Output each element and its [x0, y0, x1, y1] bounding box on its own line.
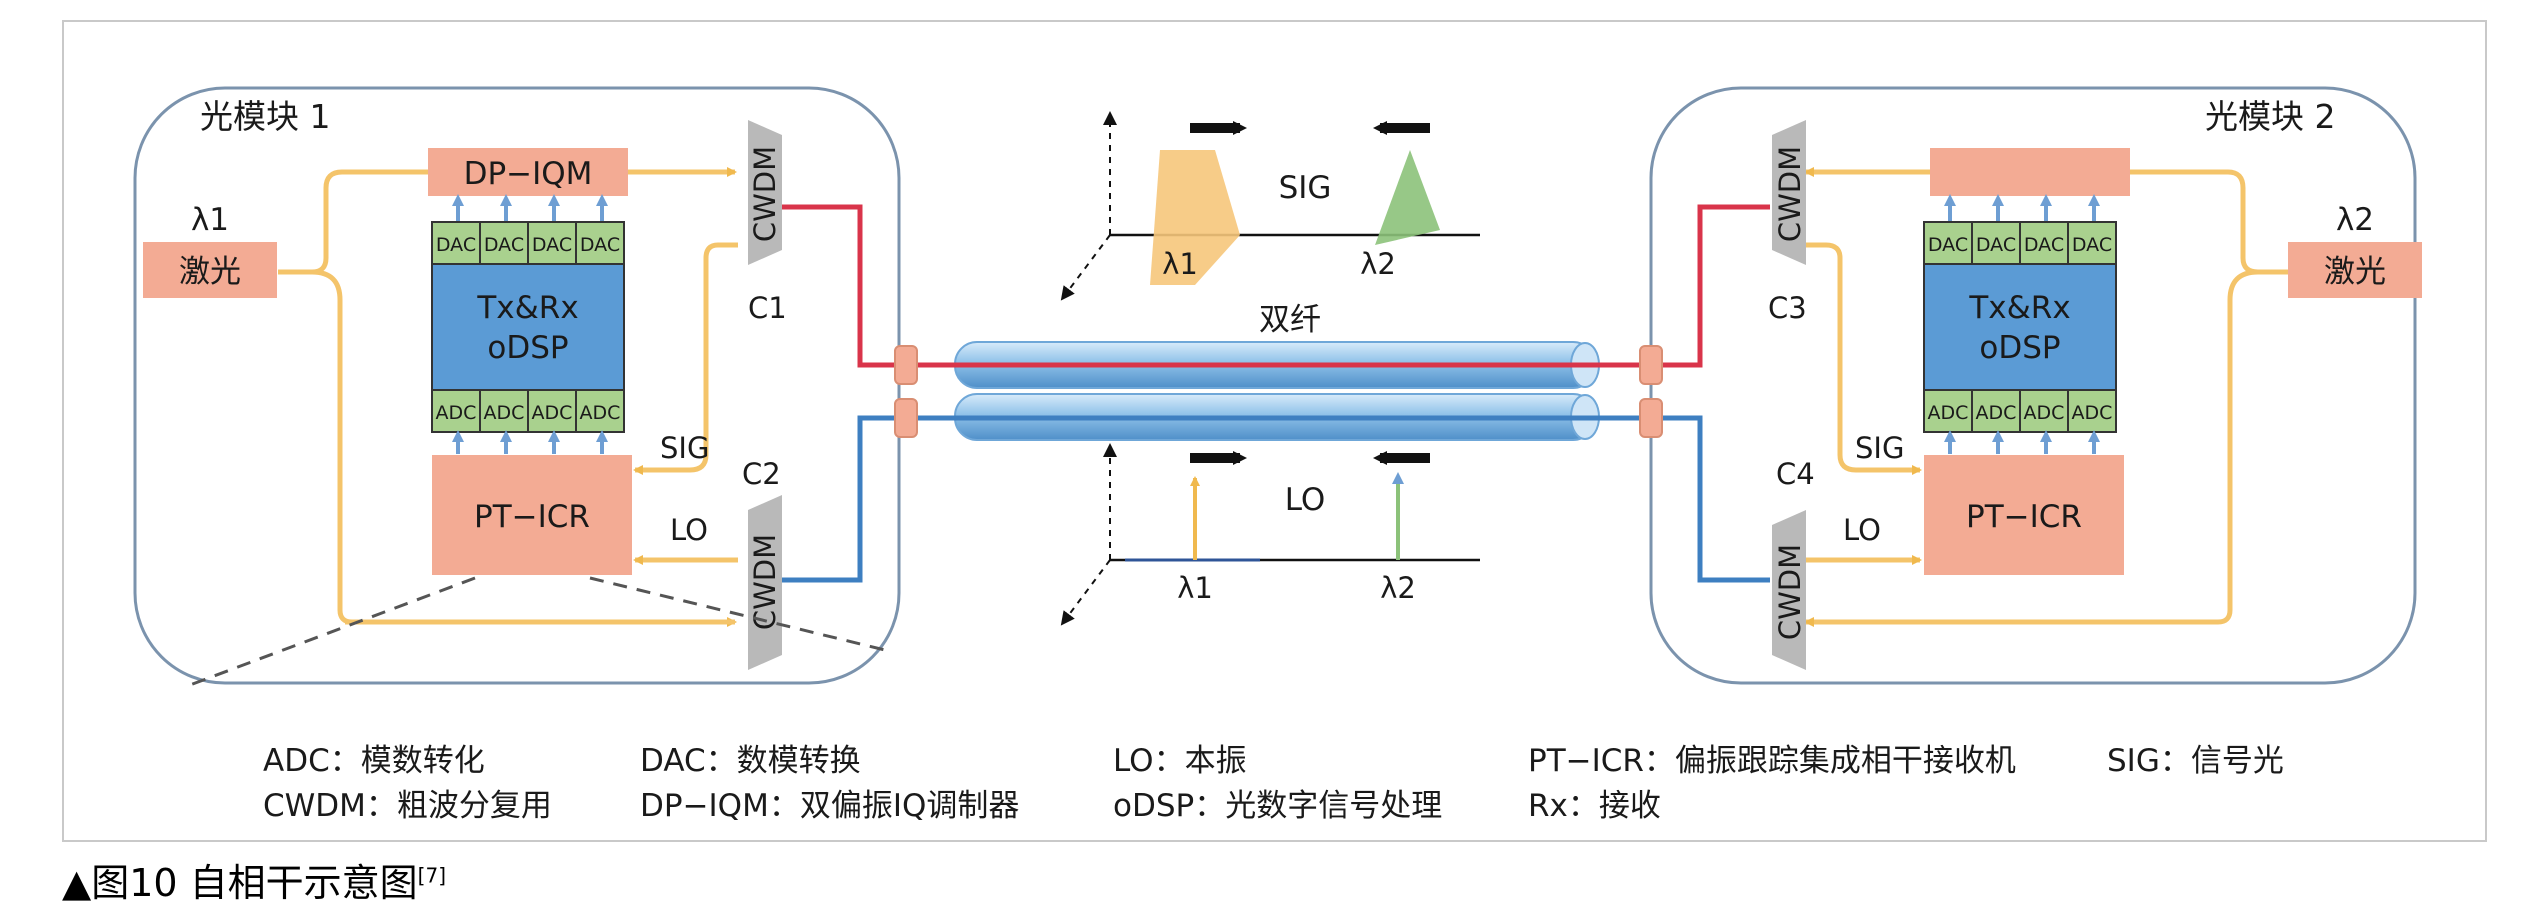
module-1-adc-4: ADC: [580, 402, 621, 424]
module-1-dp-iqm: [428, 148, 628, 196]
module-1-title: 光模块 1: [200, 97, 331, 136]
module-2-adc-row: ADC ADC ADC ADC: [1923, 389, 2117, 433]
module-2-adc-1: ADC: [1928, 402, 1969, 424]
legend-cwdm: CWDM：粗波分复用: [263, 788, 552, 824]
module-1-c2: C2: [742, 457, 781, 491]
module-1-pt-icr-label: PT−ICR: [474, 499, 590, 535]
module-1-dac-4: DAC: [580, 234, 620, 256]
module-1-adc-1: ADC: [436, 402, 477, 424]
module-2-cwdm-c4-label: CWDM: [1773, 544, 1807, 640]
lo-lambda2: λ2: [1380, 571, 1416, 605]
module-2-adc-arrows: [1944, 430, 2100, 454]
module-1-c1: C1: [748, 291, 787, 325]
module-1-box: [133, 86, 901, 685]
lo-spectrum-label: LO: [1285, 482, 1326, 518]
lo-spectrum: [1060, 443, 1480, 626]
module-2-pt-icr-label: PT−ICR: [1966, 499, 2082, 535]
module-2-cwdm-c3: [1772, 120, 1806, 265]
module-2-dac-row: DAC DAC DAC DAC: [1923, 221, 2117, 265]
legend-adc: ADC：模数转化: [263, 743, 485, 779]
sig-lambda1-spectrum: [1150, 150, 1240, 285]
legend-dpiqm: DP−IQM：双偏振IQ调制器: [640, 788, 1020, 824]
module-1-adc-arrows: [452, 430, 608, 454]
caption-text: 图10 自相干示意图: [91, 861, 418, 905]
module-1-laser-label: 激光: [179, 254, 241, 290]
module-1-dac-3: DAC: [532, 234, 572, 256]
module-1-pt-icr: [432, 455, 632, 575]
module-2-cwdm-c4: [1772, 510, 1806, 670]
module-1-lo: LO: [670, 513, 708, 547]
module-1-cwdm-c1-label: CWDM: [748, 146, 782, 242]
module-1-dac-arrows: [452, 194, 608, 222]
module-1-dp-iqm-label: DP−IQM: [464, 156, 593, 192]
module-2-dac-2: DAC: [1976, 234, 2016, 256]
legend-odsp: oDSP：光数字信号处理: [1113, 788, 1443, 824]
red-fiber-right: [1670, 204, 1770, 368]
module-2-c3: C3: [1768, 291, 1807, 325]
module-2-laser-wavelength: λ2: [2336, 202, 2374, 238]
module-1-odsp: [431, 263, 625, 391]
fiber-label: 双纤: [1259, 302, 1321, 338]
sig-spectrum: [1060, 111, 1480, 301]
caption-marker: ▲: [62, 861, 92, 905]
legend-pticr: PT−ICR：偏振跟踪集成相干接收机: [1528, 743, 2016, 779]
module-2-adc-4: ADC: [2072, 402, 2113, 424]
module-2-title: 光模块 2: [2205, 97, 2336, 136]
blue-fiber-right: [1670, 415, 1770, 583]
module-2-dac-3: DAC: [2024, 234, 2064, 256]
module-1-dac-row: DAC DAC DAC DAC: [431, 221, 625, 265]
legend-lo: LO：本振: [1113, 743, 1247, 779]
module-1-dac-1: DAC: [436, 234, 476, 256]
module-1-odsp-line2: oDSP: [487, 330, 568, 366]
module-2-c4: C4: [1776, 457, 1815, 491]
lo-lambda1: λ1: [1177, 571, 1213, 605]
module-2-box: [1649, 86, 2417, 685]
legend-sig: SIG：信号光: [2107, 743, 2284, 779]
module-1-cwdm-c1: [748, 120, 782, 265]
module-1-odsp-line1: Tx&Rx: [476, 290, 578, 326]
module-1-laser: [143, 242, 277, 298]
module-1-adc-2: ADC: [484, 402, 525, 424]
module-2-adc-3: ADC: [2024, 402, 2065, 424]
module-2-dac-1: DAC: [1928, 234, 1968, 256]
module-2-cwdm-c3-label: CWDM: [1773, 146, 1807, 242]
legend-rx: Rx：接收: [1528, 788, 1661, 824]
module-1-cwdm-c2-label: CWDM: [748, 534, 782, 630]
blue-fiber-left: [782, 415, 912, 583]
module-2-odsp: [1923, 263, 2117, 391]
module-2-adc-2: ADC: [1976, 402, 2017, 424]
dual-fiber: [894, 341, 1670, 441]
red-fiber-left: [782, 204, 912, 368]
figure-caption: ▲图10 自相干示意图[7]: [62, 852, 446, 907]
module-2-pt-icr: [1924, 455, 2124, 575]
module-1-sig: SIG: [660, 431, 709, 465]
legend-dac: DAC：数模转换: [640, 743, 861, 779]
module-1-cwdm-c2: [748, 495, 782, 670]
module-2-modulator: [1930, 148, 2130, 196]
module-2-sig: SIG: [1855, 431, 1904, 465]
module-1-dac-2: DAC: [484, 234, 524, 256]
module-2-odsp-line1: Tx&Rx: [1968, 290, 2070, 326]
module-2-laser-label: 激光: [2324, 254, 2386, 290]
module-2-odsp-line2: oDSP: [1979, 330, 2060, 366]
sig-lambda2-spectrum: [1375, 150, 1440, 245]
module-2-laser: [2288, 242, 2422, 298]
sig-lambda1: λ1: [1162, 247, 1198, 281]
module-1-adc-3: ADC: [532, 402, 573, 424]
sig-spectrum-label: SIG: [1279, 170, 1332, 206]
module-1-laser-wavelength: λ1: [191, 202, 229, 238]
module-2-dac-arrows: [1944, 194, 2100, 222]
caption-ref: [7]: [417, 863, 447, 888]
module-2-dac-4: DAC: [2072, 234, 2112, 256]
module-1-dashed-lines: [189, 576, 886, 687]
module-1-adc-row: ADC ADC ADC ADC: [431, 389, 625, 433]
module-2-lo: LO: [1843, 513, 1881, 547]
sig-lambda2: λ2: [1360, 247, 1396, 281]
